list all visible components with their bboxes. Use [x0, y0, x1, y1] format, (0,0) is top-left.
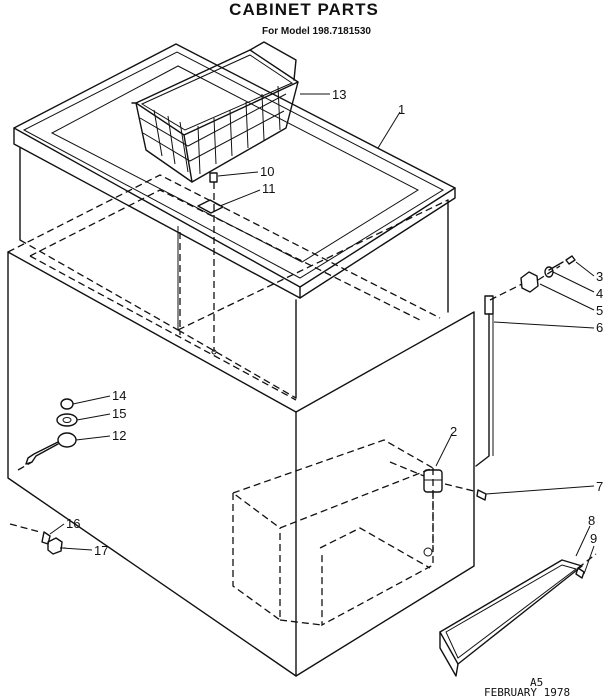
- callout-9: 9: [590, 531, 597, 546]
- page-title: CABINET PARTS: [229, 0, 379, 19]
- callout-labels: 13 1 10 11 3 4 5 6 14 15 12 2 7 16 17 8 …: [66, 87, 603, 558]
- thermostat-parts: [389, 461, 487, 550]
- callout-2: 2: [450, 424, 457, 439]
- callout-17: 17: [94, 543, 108, 558]
- callout-4: 4: [596, 286, 603, 301]
- callout-16: 16: [66, 516, 80, 531]
- callout-13: 13: [332, 87, 346, 102]
- cabinet-lid: [13, 43, 456, 299]
- callout-11: 11: [262, 181, 276, 196]
- revision-date: FEBRUARY 1978: [484, 686, 571, 699]
- lid-liner: [19, 147, 449, 399]
- callout-14: 14: [112, 388, 126, 403]
- model-number: For Model 198.7181530: [262, 26, 371, 37]
- callout-15: 15: [112, 406, 126, 421]
- basket: [131, 41, 299, 183]
- callout-3: 3: [596, 269, 603, 284]
- callout-leaders: [49, 93, 595, 575]
- callout-1: 1: [398, 102, 405, 117]
- cabinet-body: [7, 174, 475, 677]
- access-panel: [439, 553, 597, 677]
- callout-6: 6: [596, 320, 603, 335]
- callout-7: 7: [596, 479, 603, 494]
- callout-12: 12: [112, 428, 126, 443]
- hinge-parts: [475, 255, 576, 467]
- page-code: A5: [530, 676, 544, 689]
- lid-latch-parts: [197, 172, 224, 352]
- callout-5: 5: [596, 303, 603, 318]
- callout-10: 10: [260, 164, 274, 179]
- callout-8: 8: [588, 513, 595, 528]
